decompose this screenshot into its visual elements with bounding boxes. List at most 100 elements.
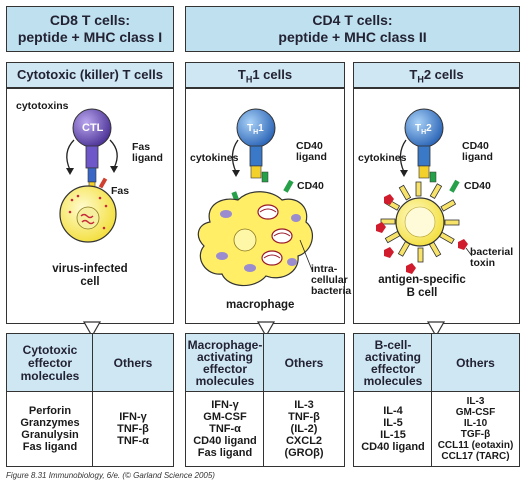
list-item: CCL17 (TARC) [441, 451, 510, 462]
cd8-others-header: Others [92, 333, 174, 393]
table-arrows [82, 321, 446, 338]
hdr-line: activating [364, 350, 421, 364]
ctl-label: CTL [82, 122, 104, 134]
th1-cd40 [283, 179, 294, 193]
th1-cd40-ligand-label: CD40 ligand [296, 141, 327, 163]
hdr-line: B-cell- [374, 338, 412, 352]
list-item: CD40 ligand [193, 435, 257, 447]
list-item: IL-3 [466, 396, 485, 407]
th1-cytokine-arrowhead [232, 170, 240, 177]
b-cell [380, 181, 460, 263]
toxin-pointer [465, 247, 473, 257]
hdr-line: molecules [195, 374, 255, 388]
list-item: IL-5 [383, 417, 403, 429]
cd8-header: CD8 T cells: peptide + MHC class I [6, 6, 174, 52]
list-item: IFN-γ [119, 411, 147, 423]
hdr-line: molecules [363, 374, 423, 388]
th2-cell-label: TH2 [415, 123, 432, 136]
hdr-line: effector [370, 362, 415, 376]
list-item: Granzymes [20, 417, 80, 429]
cd8-effector-header: Cytotoxic effector molecules [6, 333, 94, 393]
th1-cytokine-arrow [231, 139, 239, 173]
th2-cd40-label: CD40 [464, 180, 491, 192]
hdr-line: Macrophage- [187, 338, 263, 352]
bacteria-line1: intra- [311, 263, 338, 275]
list-item: GM-CSF [203, 411, 247, 423]
list-item: (IL-2) [290, 423, 318, 435]
th2-cd40l-line1: CD40 [462, 140, 489, 152]
hdr-line: effector [27, 355, 72, 370]
th1-others-list: IL-3 TNF-β (IL-2) CXCL2 (GROβ) [263, 391, 345, 467]
th1-cell [236, 108, 276, 183]
bacteria-label: intra- cellular bacteria [311, 264, 351, 297]
th2-others-header: Others [431, 333, 520, 393]
bacterial-toxin-icons [376, 194, 468, 274]
virus-infected-cell [59, 185, 117, 243]
macrophage-label: macrophage [226, 299, 295, 311]
target-line1: virus-infected [52, 263, 128, 275]
th2-subheader: TH2 cells [353, 62, 520, 88]
list-item: IL-3 [294, 399, 314, 411]
th1-cell-label: TH1 [247, 123, 264, 136]
hdr-line: molecules [20, 368, 80, 383]
fas-receptor [98, 177, 108, 189]
hdr-line: Cytotoxic [22, 342, 78, 357]
th2-cd40-ligand-label: CD40 ligand [462, 141, 493, 163]
toxin-label: bacterial toxin [470, 247, 513, 269]
list-item: CD40 ligand [361, 441, 425, 453]
toxin-line2: toxin [470, 257, 496, 269]
th2-cd40l-line2: ligand [462, 151, 493, 163]
list-item: TNF-α [209, 423, 241, 435]
fas-ligand-arrow [109, 139, 118, 169]
fas-ligand-line2: ligand [132, 152, 163, 164]
list-item: TNF-β [288, 411, 320, 423]
figure-caption: Figure 8.31 Immunobiology, 6/e. (© Garla… [6, 471, 215, 480]
list-item: (GROβ) [284, 447, 324, 459]
list-item: CXCL2 [285, 435, 323, 447]
cd4-header-line1: CD4 T cells: [312, 12, 393, 28]
th2-cytokines-label: cytokines [358, 152, 407, 164]
list-item: TNF-α [117, 435, 149, 447]
th2-effector-list: IL-4 IL-5 IL-15 CD40 ligand [353, 391, 433, 467]
cd4-header-line2: peptide + MHC class II [278, 29, 427, 45]
list-item: IL-10 [463, 418, 488, 429]
virus-infected-cell-label: virus-infected cell [50, 263, 130, 289]
cd8-header-line2: peptide + MHC class I [17, 29, 163, 45]
th1-cytokines-label: cytokines [190, 152, 239, 164]
toxin-line1: bacterial [470, 246, 514, 258]
b-cell-label: antigen-specific B cell [377, 274, 467, 300]
fas-ligand-label: Fas ligand [132, 142, 163, 164]
th1-cd40-label: CD40 [297, 180, 324, 192]
th2-others-list: IL-3 GM-CSF IL-10 TGF-β CCL11 (eotaxin) … [431, 391, 520, 467]
th1-cd40l-line1: CD40 [296, 140, 323, 152]
th2-cell [404, 108, 444, 183]
cytotoxin-arrow [66, 139, 75, 171]
list-item: CCL11 (eotaxin) [437, 440, 514, 451]
th2-effector-header: B-cell- activating effector molecules [353, 333, 433, 393]
th1-effector-header: Macrophage- activating effector molecule… [185, 333, 265, 393]
list-item: TGF-β [460, 429, 491, 440]
hdr-line: effector [202, 362, 247, 376]
b-cell-line1: antigen-specific [378, 274, 466, 286]
ctl-cell [72, 108, 112, 189]
cytotoxins-label: cytotoxins [16, 100, 69, 112]
th1-subheader: TH1 cells [185, 62, 345, 88]
list-item: GM-CSF [455, 407, 496, 418]
list-item: IL-4 [383, 405, 403, 417]
th1-effector-list: IFN-γ GM-CSF TNF-α CD40 ligand Fas ligan… [185, 391, 265, 467]
cd8-subheader: Cytotoxic (killer) T cells [6, 62, 174, 88]
th2-cytokine-arrow [399, 139, 407, 173]
bacteria-pointer [299, 239, 313, 271]
th2-cd40 [449, 179, 460, 193]
hdr-line: activating [196, 350, 253, 364]
fas-label: Fas [111, 185, 130, 197]
th1-others-header: Others [263, 333, 345, 393]
list-item: Perforin [28, 405, 72, 417]
b-cell-line2: B cell [406, 287, 438, 299]
target-line2: cell [80, 276, 100, 288]
fas-ligand-line1: Fas [132, 141, 151, 153]
fas-ligand-arrowhead [110, 166, 118, 173]
list-item: IFN-γ [211, 399, 239, 411]
macrophage [197, 191, 314, 287]
